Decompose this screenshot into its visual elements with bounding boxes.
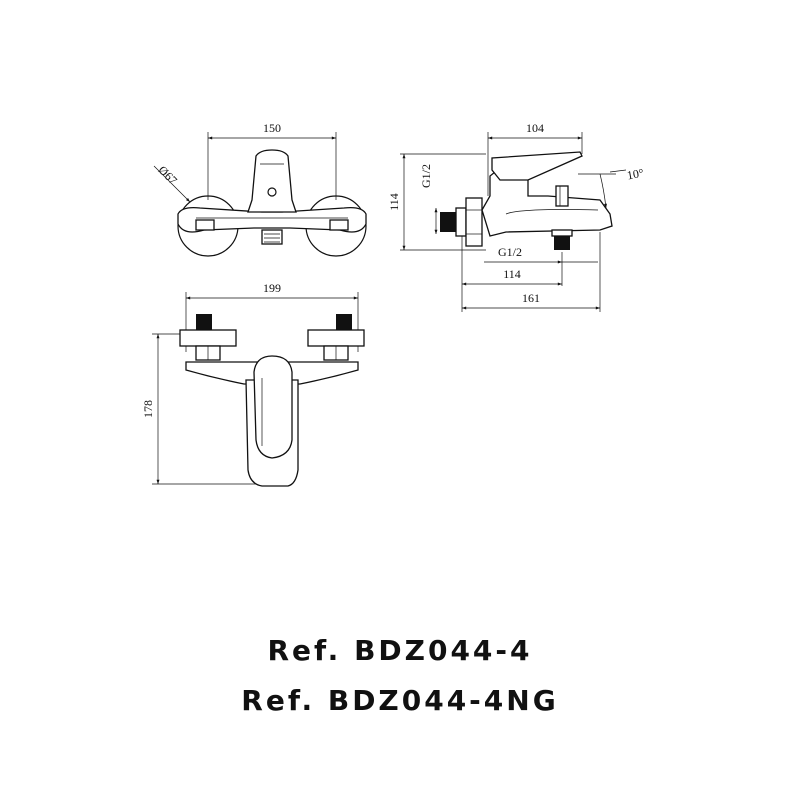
dim-side-total-depth: 161 [522,291,540,305]
dim-side-angle: 10° [626,166,645,183]
dim-side-depth: 104 [526,121,544,135]
front-view [152,292,365,487]
side-view [400,132,627,312]
dim-side-thread-left: G1/2 [419,164,433,188]
dim-side-thread-bottom: G1/2 [498,245,522,259]
top-view [153,132,367,257]
reference-code-1: Ref. BDZ044-4 [267,634,533,667]
dim-front-height: 178 [141,400,155,418]
dim-front-width: 199 [263,281,281,295]
dim-top-width: 150 [263,121,281,135]
dim-side-spout-depth: 114 [503,267,521,281]
reference-code-2: Ref. BDZ044-4NG [241,684,559,717]
dim-side-height: 114 [387,193,401,211]
dim-rosette-diameter: Ø67 [156,163,181,188]
